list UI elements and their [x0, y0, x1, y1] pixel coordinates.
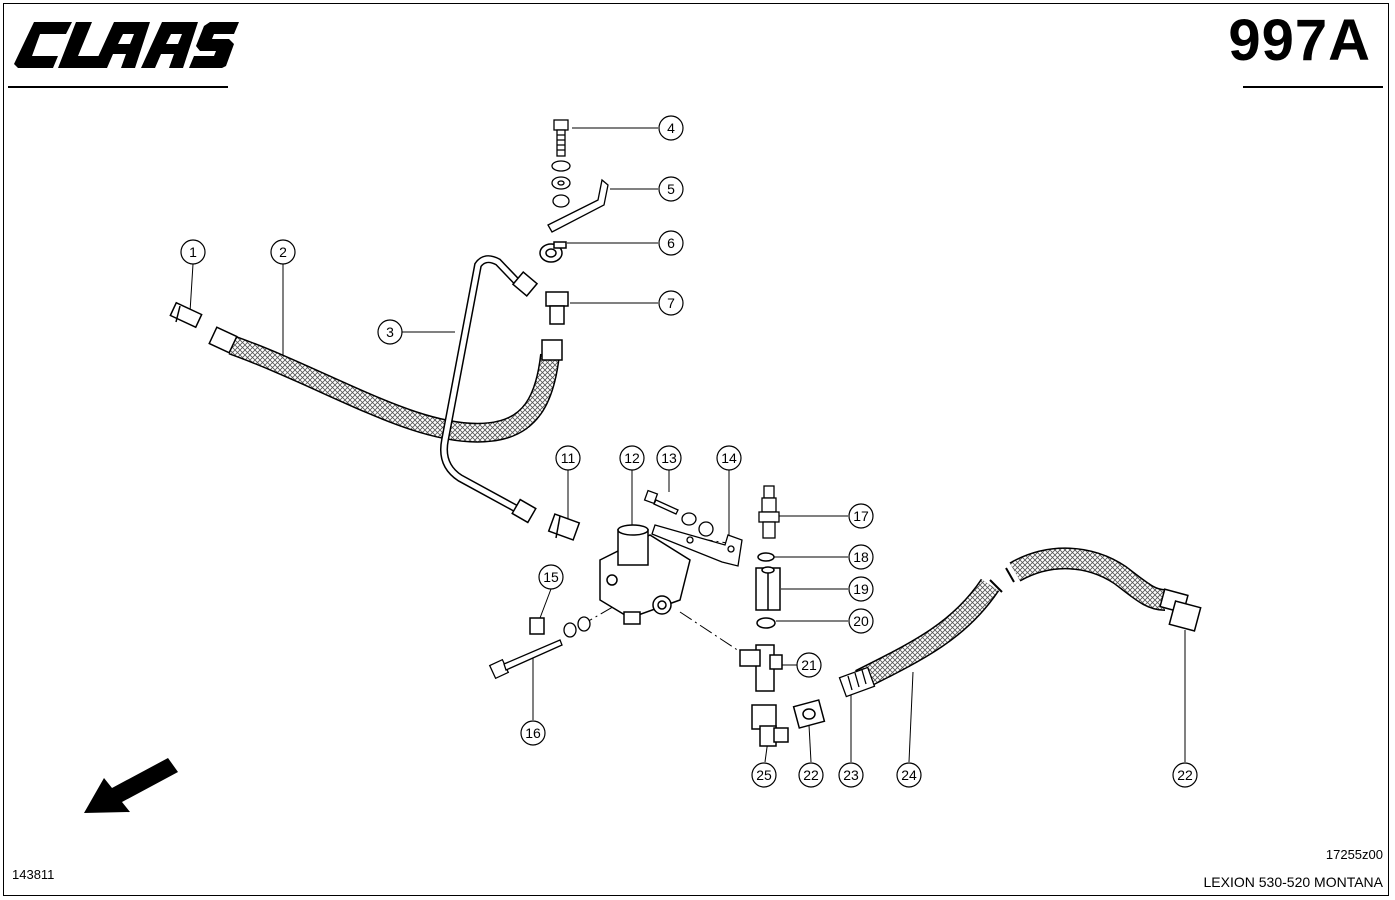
nut-22-left — [792, 699, 826, 729]
oring-20 — [756, 617, 776, 629]
tee-21 — [739, 644, 783, 692]
callout-17: 17 — [848, 503, 874, 529]
valve-12 — [599, 524, 691, 625]
callout-number: 17 — [853, 508, 869, 524]
switch-17 — [758, 485, 780, 539]
callout-number: 21 — [801, 657, 817, 673]
sheet-frame — [3, 3, 1389, 896]
direction-arrow — [84, 758, 178, 813]
callouts: 1 2 3 4 5 6 7 11 12 13 14 15 16 17 18 19… — [180, 115, 1198, 788]
callout-number: 25 — [756, 767, 772, 783]
callout-number: 16 — [525, 725, 541, 741]
callout-number: 15 — [543, 569, 559, 585]
screw-13 — [643, 489, 714, 537]
oring-18 — [757, 552, 775, 562]
callout-25: 25 — [751, 762, 777, 788]
hose-end-23 — [838, 666, 876, 698]
callout-22-left: 22 — [798, 762, 824, 788]
hose-24 — [855, 547, 1166, 690]
callout-number: 14 — [721, 450, 737, 466]
callout-4: 4 — [658, 115, 684, 141]
callout-2: 2 — [270, 239, 296, 265]
callout-number: 18 — [853, 549, 869, 565]
callout-3: 3 — [377, 319, 403, 345]
adapter-19 — [755, 566, 781, 611]
brand-logo — [14, 22, 239, 68]
logo-underline — [8, 86, 228, 88]
elbow-7 — [545, 291, 569, 325]
callout-6: 6 — [658, 230, 684, 256]
callout-1: 1 — [180, 239, 206, 265]
callout-number: 22 — [1177, 767, 1193, 783]
sheet-number: 997A — [1228, 8, 1371, 73]
callout-number: 22 — [803, 767, 819, 783]
callout-number: 19 — [853, 581, 869, 597]
callout-19: 19 — [848, 576, 874, 602]
callout-number: 2 — [279, 244, 287, 260]
callout-7: 7 — [658, 290, 684, 316]
callout-11: 11 — [555, 445, 581, 471]
callout-number: 5 — [667, 181, 675, 197]
callout-24: 24 — [896, 762, 922, 788]
leader-lines — [189, 127, 1186, 763]
callout-22-right: 22 — [1172, 762, 1198, 788]
callout-5: 5 — [658, 176, 684, 202]
callout-16: 16 — [520, 720, 546, 746]
drawing-id: 143811 — [12, 867, 55, 882]
callout-21: 21 — [796, 652, 822, 678]
callout-number: 13 — [661, 450, 677, 466]
callout-number: 6 — [667, 235, 675, 251]
callout-number: 24 — [901, 767, 917, 783]
model-name: LEXION 530-520 MONTANA — [1203, 874, 1383, 890]
fitting-11 — [547, 513, 581, 541]
callout-number: 20 — [853, 613, 869, 629]
nut-15 — [529, 617, 545, 635]
callout-12: 12 — [619, 445, 645, 471]
clamp-6 — [539, 241, 567, 263]
callout-number: 23 — [843, 767, 859, 783]
callout-number: 11 — [561, 450, 576, 466]
callout-18: 18 — [848, 544, 874, 570]
adapter-1 — [169, 301, 203, 329]
hose-2 — [208, 326, 563, 443]
bracket-5 — [547, 178, 609, 233]
callout-15: 15 — [538, 564, 564, 590]
elbow-25 — [751, 704, 789, 747]
callout-number: 12 — [624, 450, 640, 466]
pipe-3 — [440, 255, 539, 524]
sheet-number-underline — [1243, 86, 1383, 88]
callout-number: 4 — [667, 120, 675, 136]
callout-20: 20 — [848, 608, 874, 634]
callout-number: 3 — [386, 324, 394, 340]
bolt-16 — [488, 616, 591, 680]
bracket-14 — [651, 524, 743, 567]
callout-13: 13 — [656, 445, 682, 471]
callout-23: 23 — [838, 762, 864, 788]
callout-number: 1 — [189, 244, 197, 260]
nut-22-right — [1159, 588, 1202, 632]
drawing-code: 17255z00 — [1325, 847, 1383, 862]
callout-14: 14 — [716, 445, 742, 471]
callout-number: 7 — [667, 295, 675, 311]
bolt-4 — [551, 119, 571, 208]
